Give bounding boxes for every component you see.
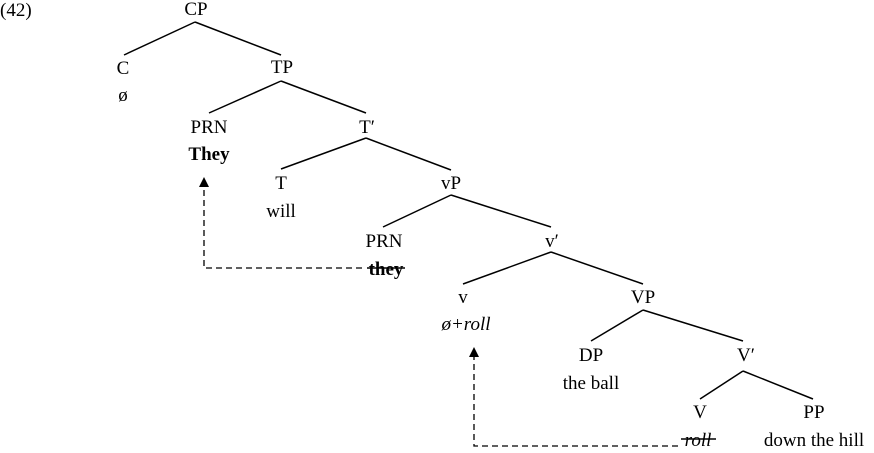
node-tp: TP — [271, 57, 293, 78]
edge-vbar2-v — [699, 370, 744, 400]
edge-tbar-vp-small — [365, 137, 452, 171]
node-tbar: T′ — [359, 117, 375, 138]
edge-vbar-vp — [550, 251, 644, 285]
node-vp-small: vP — [441, 173, 461, 194]
node-prn-2: PRN — [366, 231, 403, 252]
edge-vp-small-prn — [382, 194, 452, 228]
edge-vbar-v — [462, 251, 552, 285]
node-prn-1: PRN — [191, 117, 228, 138]
node-v-small: v — [458, 287, 468, 308]
node-cp: CP — [184, 0, 207, 20]
node-c: C — [117, 58, 130, 79]
word-prn-2-struck: they — [369, 259, 404, 280]
edge-tp-tbar — [280, 80, 367, 114]
tree-branches — [123, 21, 814, 400]
word-c: ø — [118, 85, 128, 106]
node-vp: VP — [631, 287, 655, 308]
word-dp: the ball — [563, 373, 619, 394]
movement-arrow-subject — [199, 177, 362, 269]
edge-vp-dp — [590, 309, 644, 342]
edge-tp-prn — [208, 80, 282, 114]
node-t: T — [275, 173, 287, 194]
edge-vbar2-pp — [742, 370, 814, 400]
word-prn-1: They — [188, 144, 230, 165]
edge-cp-tp — [194, 21, 282, 56]
word-t: will — [266, 201, 296, 222]
word-pp: down the hill — [764, 430, 864, 451]
edge-vp-small-vbar — [450, 194, 552, 228]
node-dp: DP — [579, 345, 603, 366]
node-vbar: v′ — [545, 231, 559, 252]
word-v-small: ø+roll — [440, 314, 490, 335]
node-pp: PP — [803, 402, 824, 423]
edge-vp-vbar2 — [642, 309, 744, 342]
example-number: (42) — [0, 0, 32, 21]
movement-arrow-verb — [469, 347, 678, 447]
node-v: V — [693, 402, 707, 423]
edge-tbar-t — [280, 137, 367, 170]
node-vbar2: V′ — [737, 345, 755, 366]
edge-cp-c — [123, 21, 196, 56]
word-v-struck: roll — [685, 430, 712, 451]
